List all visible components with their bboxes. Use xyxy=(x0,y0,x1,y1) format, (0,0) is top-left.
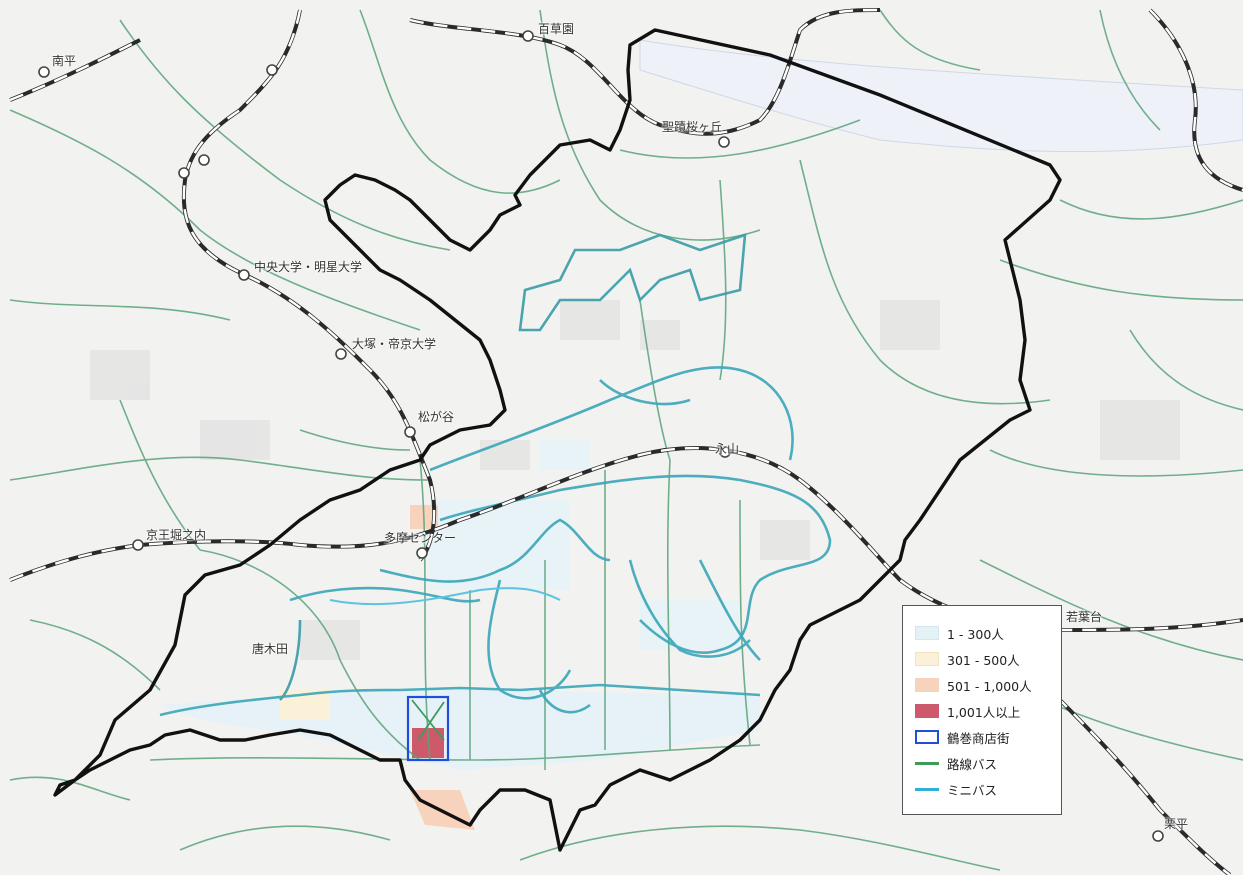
legend-swatch xyxy=(915,787,939,791)
station-label-tama-center: 多摩センター xyxy=(384,531,457,545)
legend-swatch xyxy=(915,678,939,692)
station-label-hyakusouen: 百草園 xyxy=(538,22,575,36)
legend-item-route-bus: 路線バス xyxy=(915,750,1051,776)
legend-label: ミニバス xyxy=(947,782,998,798)
tsurumaki-green-cross xyxy=(411,699,445,741)
legend-swatch xyxy=(915,730,939,744)
legend-item-tsurumaki-shopping-street: 鶴巻商店街 xyxy=(915,724,1051,750)
map-legend: 1 - 300人 301 - 500人 501 - 1,000人 1,001人以… xyxy=(902,605,1062,815)
legend-swatch xyxy=(915,626,939,640)
legend-item-mini-bus: ミニバス xyxy=(915,776,1051,802)
station-markers xyxy=(38,30,1164,842)
station-label-minamidaira: 南平 xyxy=(52,54,77,68)
station-label-wakabadai: 若葉台 xyxy=(1066,610,1103,624)
station-label-karakida: 唐木田 xyxy=(252,642,289,656)
legend-swatch xyxy=(915,704,939,718)
station-label-seiseki-sakuragaoka: 聖蹟桜ヶ丘 xyxy=(662,120,723,134)
route-bus-lines xyxy=(9,9,1243,871)
tsurumaki-shopping-street-box[interactable] xyxy=(406,695,450,762)
legend-label: 301 - 500人 xyxy=(947,652,1020,668)
legend-swatch xyxy=(915,652,939,666)
legend-item-1-300: 1 - 300人 xyxy=(915,620,1051,646)
legend-swatch xyxy=(915,761,939,765)
legend-label: 鶴巻商店街 xyxy=(947,730,1010,746)
household-areas xyxy=(160,440,760,830)
station-label-chuo-meisei-univ: 中央大学・明星大学 xyxy=(254,260,363,274)
legend-label: 501 - 1,000人 xyxy=(947,678,1032,694)
legend-item-1001-plus: 1,001人以上 xyxy=(915,698,1051,724)
tama-river xyxy=(639,39,1243,153)
station-label-kurihira: 栗平 xyxy=(1164,817,1189,831)
terrain-texture xyxy=(90,300,1180,660)
station-label-nagayama: 永山 xyxy=(715,442,740,456)
station-label-keio-horinouchi: 京王堀之内 xyxy=(146,528,207,542)
mini-bus-lines xyxy=(159,233,832,717)
minibus-light-line xyxy=(329,587,561,606)
legend-item-301-500: 301 - 500人 xyxy=(915,646,1051,672)
legend-item-501-1000: 501 - 1,000人 xyxy=(915,672,1051,698)
legend-label: 路線バス xyxy=(947,756,998,772)
legend-label: 1 - 300人 xyxy=(947,626,1004,642)
legend-label: 1,001人以上 xyxy=(947,704,1021,720)
city-boundary xyxy=(53,28,1062,852)
station-label-matsugaya: 松が谷 xyxy=(418,410,455,424)
station-label-otsuka-teikyo-univ: 大塚・帝京大学 xyxy=(352,337,437,351)
